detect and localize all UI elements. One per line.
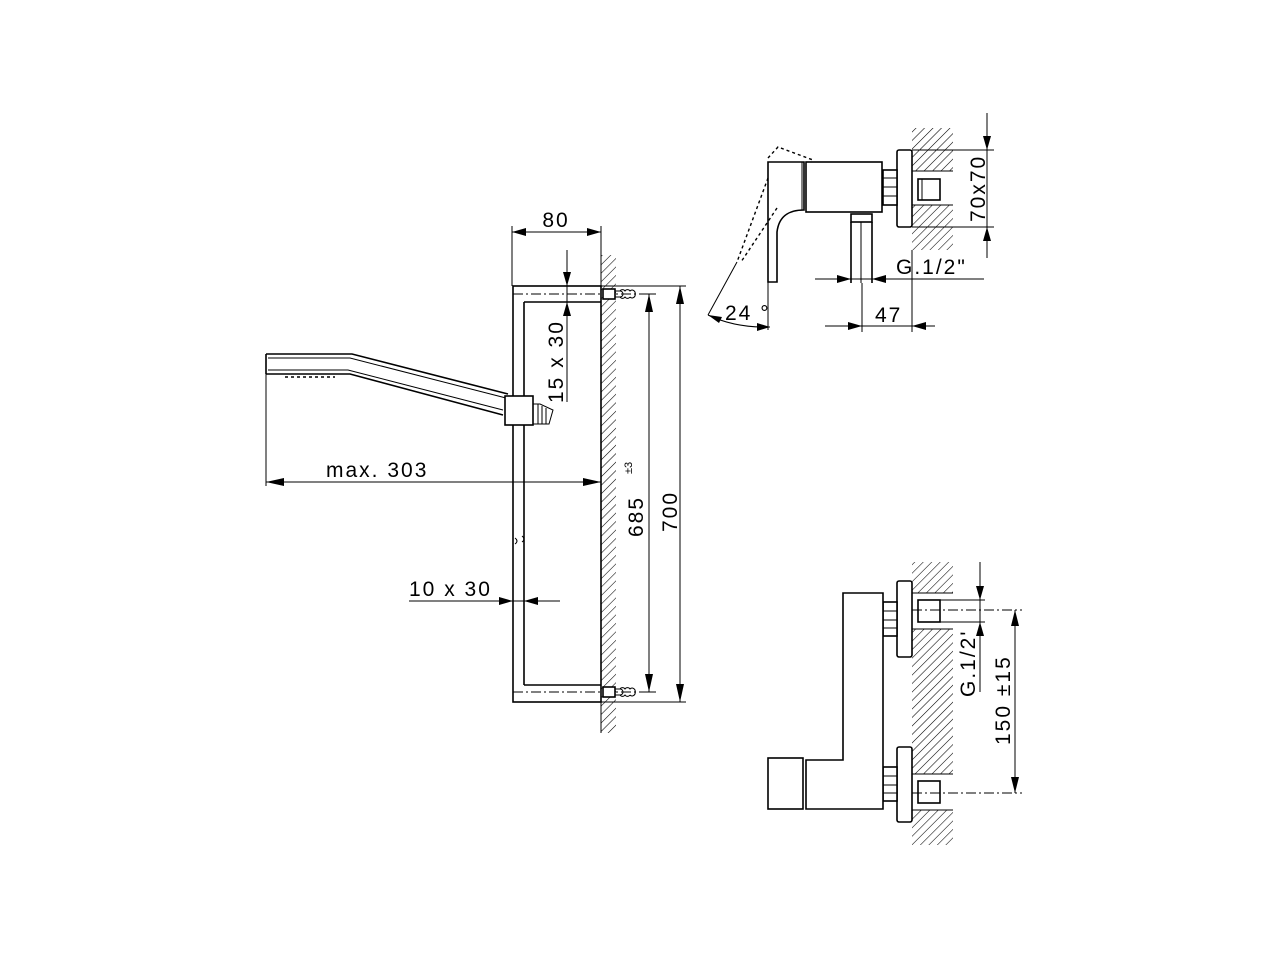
shower-rail-view: 80 15 x 30 max. 303 10 x 30 685 ± bbox=[265, 209, 686, 733]
mixer-body bbox=[805, 161, 883, 213]
bracket-dim-label: 15 x 30 bbox=[545, 320, 568, 403]
hand-shower bbox=[265, 353, 554, 426]
escutcheon-dim-label: 70x70 bbox=[967, 155, 990, 222]
wall-hatch bbox=[601, 255, 616, 733]
dimension-bracket: 15 x 30 bbox=[545, 250, 571, 403]
dimension-escutcheon: 70x70 bbox=[912, 113, 994, 258]
break-mark bbox=[514, 535, 525, 545]
dimension-inlet-spacing: 150 ±15 bbox=[992, 610, 1019, 793]
width-dim-label: 80 bbox=[542, 209, 569, 232]
inlet-thread-label: G.1/2' bbox=[957, 630, 980, 697]
mixer-side-view: 70x70 G.1/2" 47 24 ° bbox=[707, 113, 994, 332]
dimension-max-reach: max. 303 bbox=[265, 374, 601, 486]
dimension-fixing-distance: 685 ±3 bbox=[623, 293, 656, 693]
lever-angle-label: 24 ° bbox=[725, 302, 771, 325]
lever-front bbox=[767, 757, 804, 810]
dimension-rail-section: 10 x 30 bbox=[409, 578, 560, 605]
mixer-front-view: G.1/2' 150 ±15 bbox=[767, 562, 1022, 845]
escutcheon-bottom bbox=[896, 746, 913, 823]
dimension-lever-angle: 24 ° bbox=[707, 261, 771, 331]
inlet-spacing-label: 150 ±15 bbox=[992, 655, 1015, 745]
rail-section-label: 10 x 30 bbox=[409, 578, 492, 601]
dimension-projection: 47 bbox=[825, 250, 935, 332]
dimension-outlet-thread: G.1/2" bbox=[815, 256, 984, 283]
projection-label: 47 bbox=[875, 304, 902, 327]
total-height-label: 700 bbox=[659, 491, 682, 532]
wall-screw-bottom bbox=[602, 686, 636, 698]
max-reach-label: max. 303 bbox=[326, 459, 428, 482]
fixing-distance-label: 685 bbox=[625, 496, 648, 537]
wall-screw-top bbox=[602, 288, 636, 300]
escutcheon-top bbox=[896, 580, 913, 658]
shower-holder bbox=[504, 395, 534, 426]
escutcheon bbox=[896, 149, 913, 228]
dimension-inlet-thread: G.1/2' bbox=[940, 562, 985, 697]
slide-rail bbox=[512, 285, 640, 703]
dimension-total-height: 700 bbox=[601, 285, 686, 703]
lever bbox=[767, 161, 805, 283]
outlet-thread-label: G.1/2" bbox=[896, 256, 967, 279]
fixing-tolerance-label: ±3 bbox=[623, 462, 635, 474]
dimension-width: 80 bbox=[511, 209, 602, 286]
mixer-body-front bbox=[805, 592, 884, 810]
